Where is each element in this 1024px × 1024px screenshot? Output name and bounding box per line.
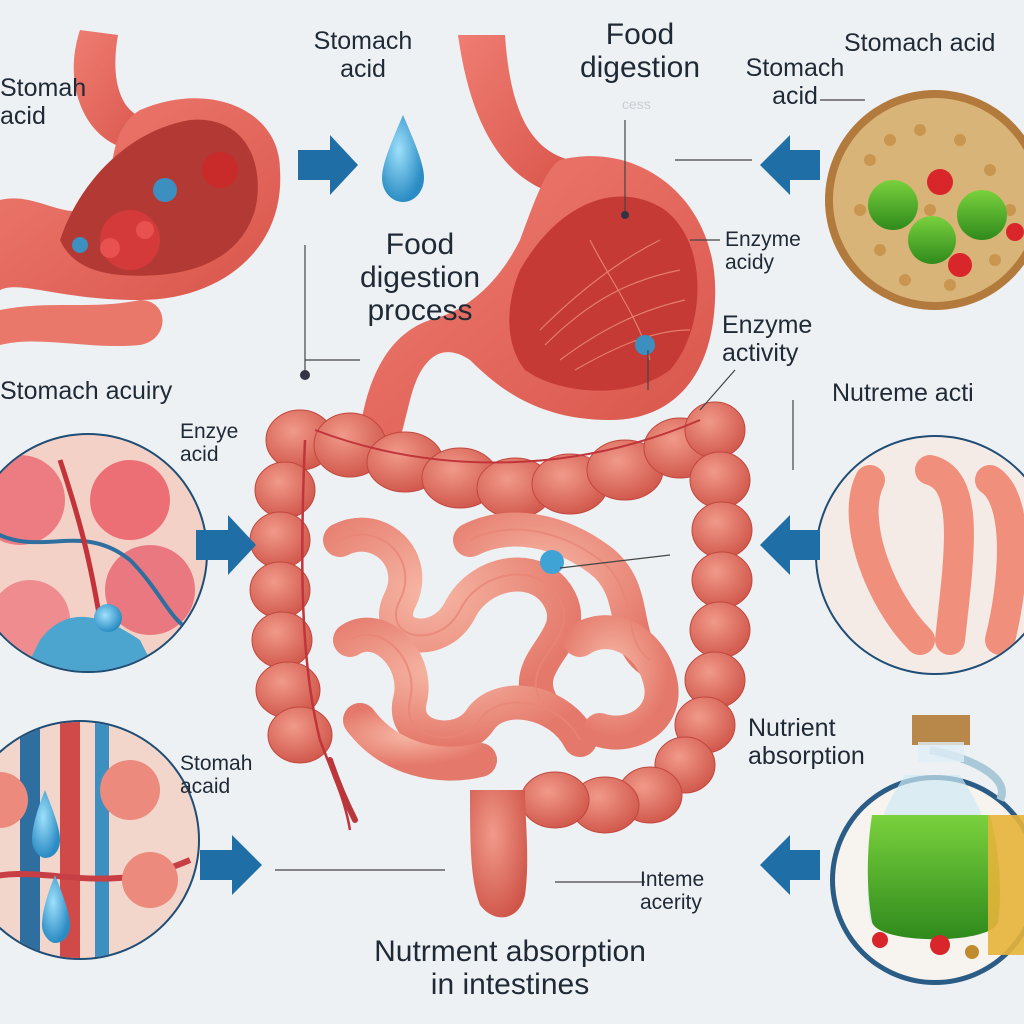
label-top-mid: Stomach acid: [313, 27, 413, 83]
intestines-illustration: [249, 401, 753, 918]
label-nutrient-absorption: Nutrient absorption: [748, 714, 865, 770]
arrow-right-icon: [200, 835, 262, 895]
label-top-right: Stomach acid: [844, 30, 996, 57]
label-nutreme-acti: Nutreme acti: [832, 380, 974, 407]
tissue-closeup-illustration: [0, 433, 208, 673]
acid-droplet-icon: [382, 115, 424, 202]
label-top-left: Stomah acid: [0, 74, 87, 130]
label-enzyme-acidy: Enzyme acidy: [725, 228, 801, 275]
oil-jug-illustration: [830, 715, 1024, 985]
label-center-process: Food digestion process: [359, 228, 481, 327]
stomach-illustration: [360, 35, 716, 440]
tissue-closeup-illustration: [0, 720, 200, 960]
label-stomach-acuity: Stomach acuiry: [0, 377, 173, 405]
arrow-left-icon: [760, 515, 820, 575]
label-top-center: Food digestion: [579, 18, 701, 84]
label-top-right-small: Stomach acid: [745, 54, 845, 110]
label-enzye-acid: Enzye acid: [180, 420, 239, 467]
stomach-illustration: [0, 30, 281, 347]
label-faint-mark: cess: [622, 96, 651, 112]
label-inteme-acerity: Inteme acerity: [640, 868, 705, 915]
callout-lines: [275, 99, 865, 883]
arrow-left-icon: [760, 835, 820, 895]
food-bowl-illustration: [825, 90, 1024, 310]
arrow-right-icon: [196, 515, 256, 575]
label-stomah-acid: Stomah acaid: [180, 752, 253, 799]
label-enzyme-activity: Enzyme activity: [722, 311, 813, 367]
intestine-closeup-illustration: [815, 435, 1024, 675]
label-bottom-title: Nutrment absorption in intestines: [374, 935, 646, 1001]
arrow-left-icon: [760, 135, 820, 195]
arrow-right-icon: [298, 135, 358, 195]
